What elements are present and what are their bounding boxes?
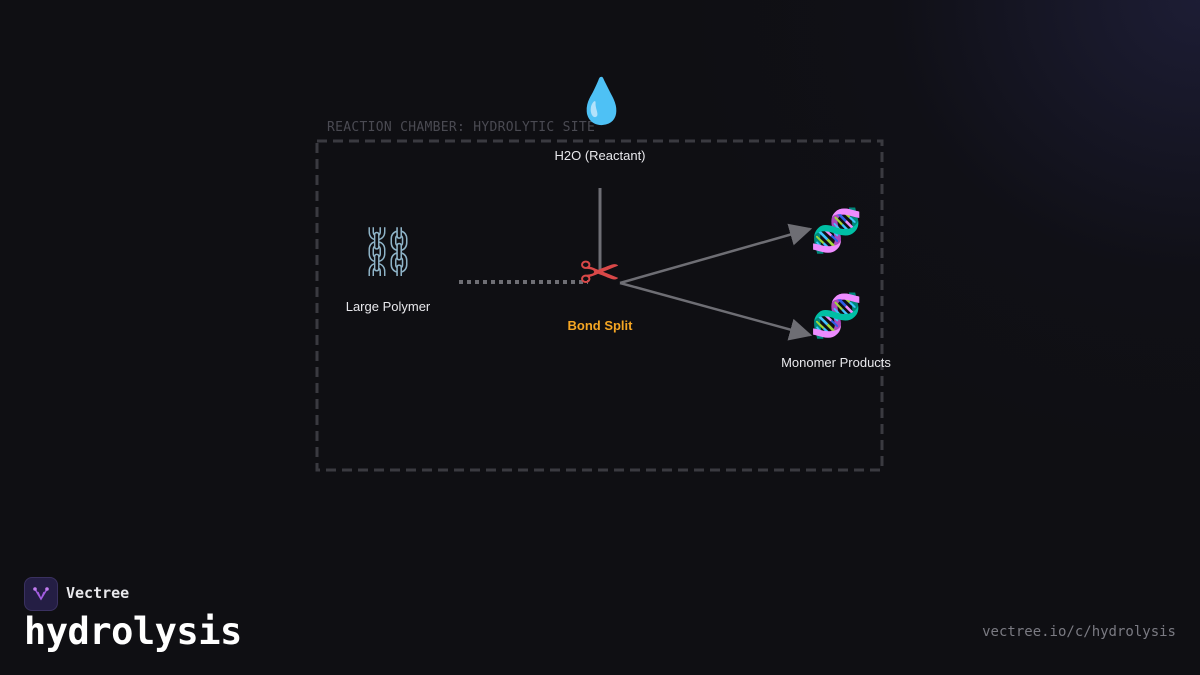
water-label: H2O (Reactant)	[554, 148, 646, 163]
bond-split-label: Bond Split	[567, 318, 633, 333]
vectree-logo	[24, 577, 58, 611]
dna-icon: 🧬	[810, 291, 863, 340]
water-drop-icon: 💧	[574, 76, 629, 127]
tree-logo-icon	[33, 587, 49, 601]
monomer-products-label: Monomer Products	[781, 355, 891, 370]
polymer-label: Large Polymer	[345, 299, 431, 314]
page-title: hydrolysis	[24, 610, 242, 653]
reaction-chamber-border	[315, 139, 884, 472]
scissors-icon: ✂	[579, 244, 621, 302]
page-url[interactable]: vectree.io/c/hydrolysis	[982, 624, 1176, 640]
split-to-monomer-bottom-arrow	[619, 281, 813, 341]
chain-link-icon: ⛓	[357, 224, 419, 280]
split-to-monomer-top-arrow	[619, 223, 813, 285]
brand-name: Vectree	[66, 584, 130, 602]
dna-icon: 🧬	[810, 206, 863, 255]
chamber-label: REACTION CHAMBER: HYDROLYTIC SITE	[327, 120, 596, 135]
